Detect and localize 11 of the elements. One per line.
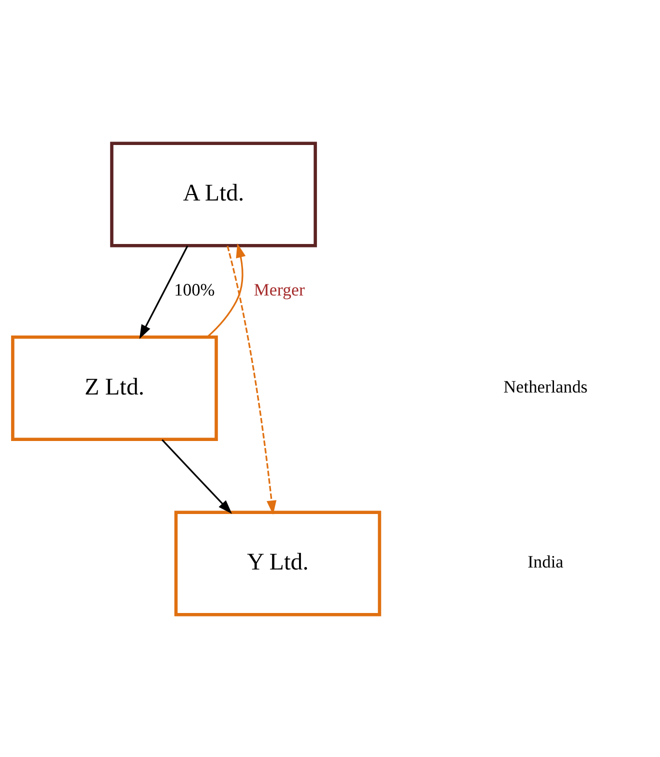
node-box: Y Ltd.: [174, 510, 382, 616]
node-box: A Ltd.: [110, 141, 317, 247]
label: Netherlands: [503, 376, 588, 396]
node-box: Z Ltd.: [11, 334, 218, 441]
label: India: [528, 551, 564, 572]
arrow: [162, 438, 232, 514]
arrow: [206, 242, 246, 337]
arrow: [226, 245, 276, 514]
edge-label: 100%: [174, 279, 215, 300]
arrow: [139, 245, 188, 339]
edge-label: Merger: [254, 279, 305, 300]
